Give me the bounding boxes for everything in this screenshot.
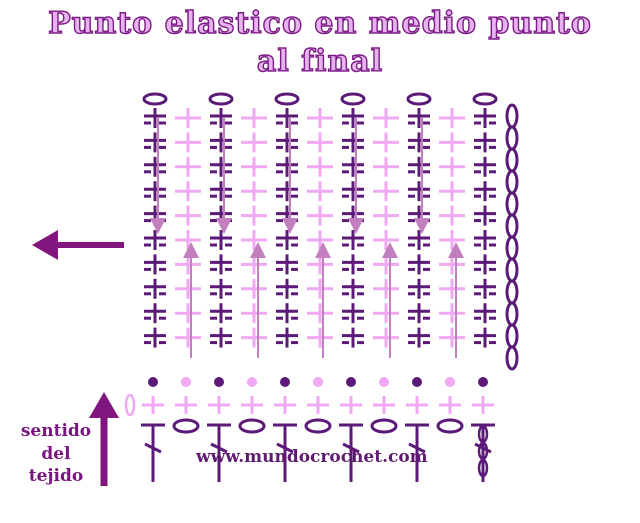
base-turning-chain: [124, 393, 136, 417]
direction-label-line-2: del tejido: [28, 444, 84, 486]
foundation-dot-2: [181, 377, 191, 387]
bottom-chain-1: [172, 418, 200, 434]
bottom-chain-5: [436, 418, 464, 434]
row-direction-arrowhead: [32, 230, 58, 260]
turning-chain-link-5: [505, 191, 519, 217]
title-line-1: Punto elastico en medio punto: [47, 5, 592, 41]
bottom-stitch-slash-6: [474, 442, 492, 454]
turning-chain-link-1: [505, 103, 519, 129]
title-line-2: al final: [256, 43, 384, 79]
foundation-chain-link-3: [477, 458, 489, 478]
foundation-dot-7: [346, 377, 356, 387]
bottom-stitch-slash-1: [144, 442, 162, 454]
direction-label-line-1: sentido: [20, 421, 92, 441]
top-chain-2: [208, 92, 234, 106]
turning-chain-link-12: [505, 345, 519, 371]
top-chain-4: [340, 92, 366, 106]
top-chain-5: [406, 92, 432, 106]
bottom-chain-4: [370, 418, 398, 434]
top-chain-1: [142, 92, 168, 106]
work-direction-arrowhead: [89, 392, 119, 418]
turning-chain-link-7: [505, 235, 519, 261]
bottom-stitch-slash-3: [276, 442, 294, 454]
bottom-chain-2: [238, 418, 266, 434]
foundation-dot-3: [214, 377, 224, 387]
bottom-stitch-slash-4: [342, 442, 360, 454]
turning-chain-link-3: [505, 147, 519, 173]
foundation-dot-11: [478, 377, 488, 387]
foundation-dot-8: [379, 377, 389, 387]
bottom-chain-3: [304, 418, 332, 434]
turning-chain-link-8: [505, 257, 519, 283]
foundation-dot-6: [313, 377, 323, 387]
website-watermark: www.mundocrochet.com: [196, 447, 428, 467]
bottom-stitch-slash-5: [408, 442, 426, 454]
turning-chain-link-9: [505, 279, 519, 305]
bottom-stitch-slash-2: [210, 442, 228, 454]
turning-chain-link-11: [505, 323, 519, 349]
foundation-dot-1: [148, 377, 158, 387]
turning-chain-link-6: [505, 213, 519, 239]
turning-chain-link-10: [505, 301, 519, 327]
foundation-dot-9: [412, 377, 422, 387]
foundation-dot-4: [247, 377, 257, 387]
top-chain-3: [274, 92, 300, 106]
top-chain-6: [472, 92, 498, 106]
foundation-dot-10: [445, 377, 455, 387]
turning-chain-link-4: [505, 169, 519, 195]
foundation-dot-5: [280, 377, 290, 387]
turning-chain-link-2: [505, 125, 519, 151]
